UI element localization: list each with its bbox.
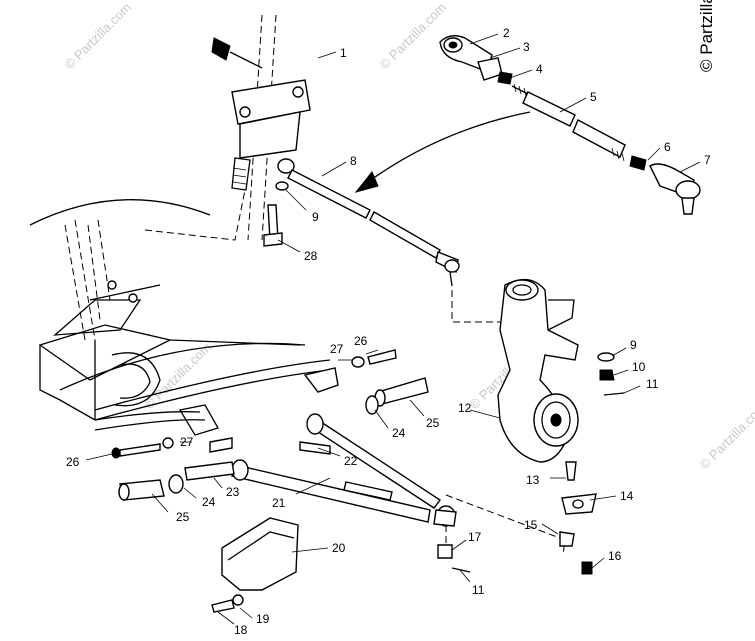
callout-12: 12 bbox=[458, 401, 472, 415]
watermark: © Partzilla.com bbox=[142, 340, 215, 413]
callout-7: 7 bbox=[704, 153, 711, 167]
callout-21: 21 bbox=[272, 496, 286, 510]
tie-rod-assembly-lower bbox=[263, 158, 500, 323]
ball-joint-hardware bbox=[437, 461, 597, 575]
steering-knuckle bbox=[497, 278, 579, 463]
callout-28: 28 bbox=[304, 249, 318, 263]
callout-23: 23 bbox=[226, 485, 240, 499]
callout-18: 18 bbox=[234, 623, 248, 637]
a-arm-guard bbox=[211, 517, 299, 613]
callout-2: 2 bbox=[503, 26, 510, 40]
callout-14: 14 bbox=[620, 489, 634, 503]
direction-arrow bbox=[354, 111, 531, 193]
callout-24: 24 bbox=[392, 426, 406, 440]
callout-8: 8 bbox=[350, 154, 357, 168]
callout-16: 16 bbox=[608, 549, 622, 563]
leader-lines bbox=[85, 33, 701, 625]
callout-22: 22 bbox=[344, 454, 358, 468]
knuckle-hardware bbox=[597, 352, 625, 396]
frame bbox=[29, 189, 331, 436]
watermark: © Partzilla.com bbox=[62, 0, 135, 72]
callout-27: 27 bbox=[330, 342, 344, 356]
callout-11: 11 bbox=[472, 583, 485, 597]
callout-11: 11 bbox=[646, 377, 659, 391]
callout-1: 1 bbox=[340, 46, 347, 60]
callout-13: 13 bbox=[526, 473, 540, 487]
callout-15: 15 bbox=[524, 518, 538, 532]
a-arm-hardware bbox=[111, 349, 429, 501]
callout-4: 4 bbox=[536, 62, 543, 76]
callout-25: 25 bbox=[176, 510, 190, 524]
callout-24: 24 bbox=[202, 495, 216, 509]
callout-20: 20 bbox=[332, 541, 346, 555]
callout-10: 10 bbox=[632, 360, 646, 374]
callout-9: 9 bbox=[630, 338, 637, 352]
callout-27: 27 bbox=[180, 435, 194, 449]
callout-26: 26 bbox=[354, 334, 368, 348]
tie-rod-assembly-upper bbox=[439, 35, 701, 215]
callout-25: 25 bbox=[426, 416, 440, 430]
callout-19: 19 bbox=[256, 612, 270, 626]
callout-labels: 1 2 3 4 5 6 7 8 9 28 9 10 11 12 27 26 25… bbox=[66, 26, 711, 637]
callout-17: 17 bbox=[468, 530, 482, 544]
callout-3: 3 bbox=[523, 40, 530, 54]
watermark: © Partzilla.com bbox=[377, 0, 450, 72]
watermark: © Partzilla.com bbox=[697, 400, 755, 473]
callout-9: 9 bbox=[312, 210, 319, 224]
copyright-text: © Partzilla.com bbox=[697, 0, 716, 72]
steering-column bbox=[211, 14, 311, 241]
callout-6: 6 bbox=[664, 140, 671, 154]
callout-26: 26 bbox=[66, 455, 80, 469]
callout-5: 5 bbox=[590, 90, 597, 104]
